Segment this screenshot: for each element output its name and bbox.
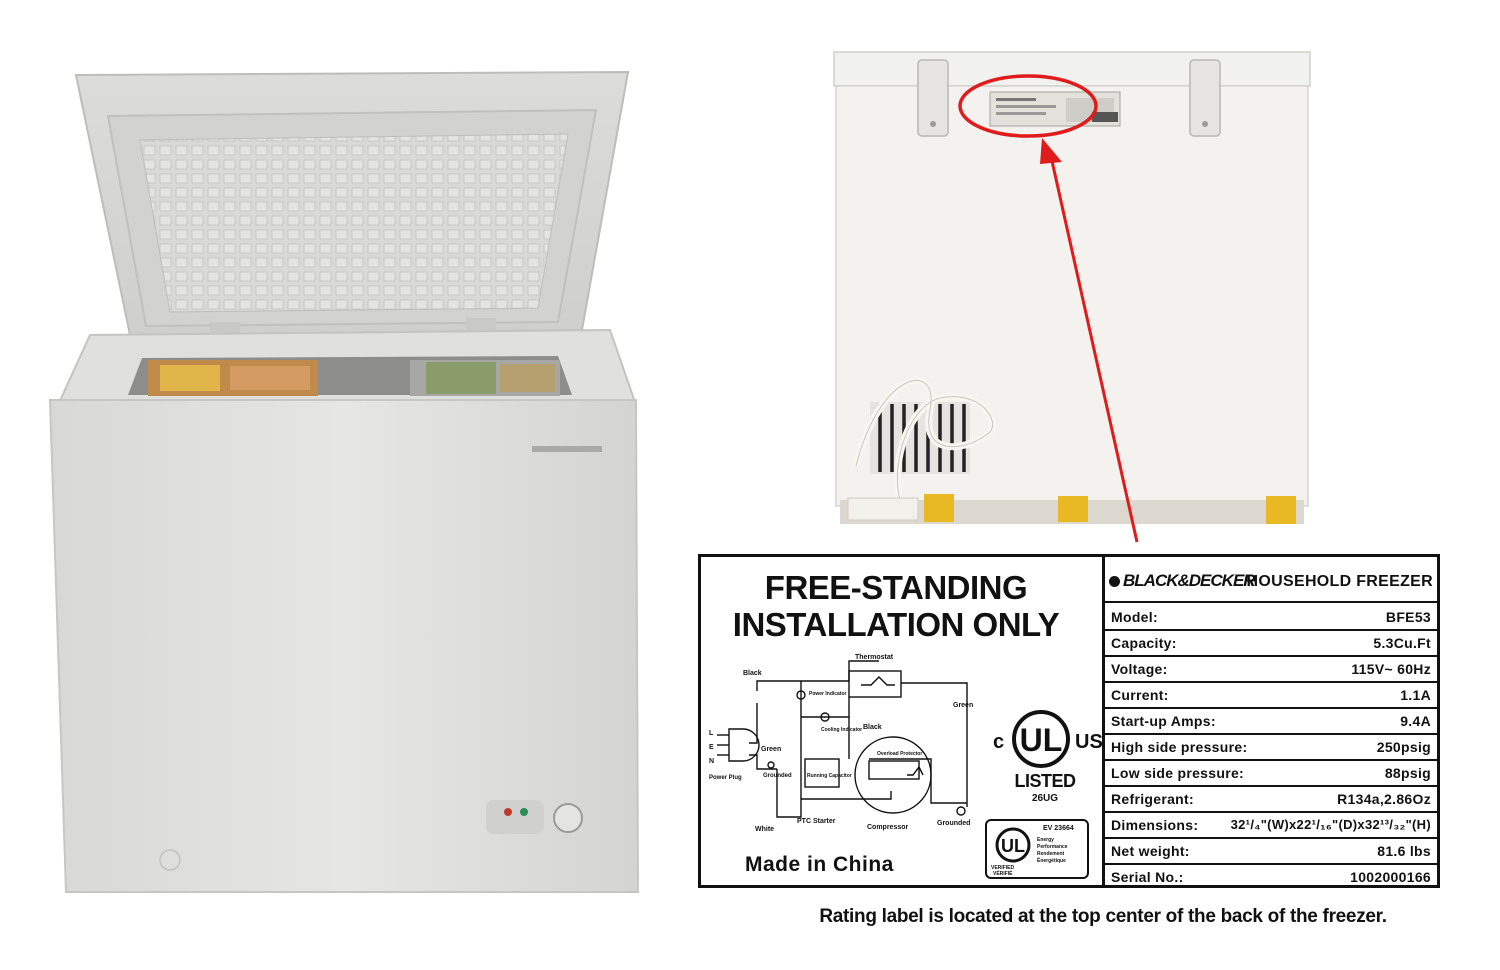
install-heading-line1: FREE-STANDING bbox=[764, 569, 1028, 606]
ev-number: EV 23664 bbox=[1043, 825, 1074, 832]
brand-hexnut-icon bbox=[1109, 576, 1120, 587]
wiring-label-compressor: Compressor bbox=[867, 824, 909, 831]
wiring-label-power-indicator: Power Indicator bbox=[809, 691, 847, 697]
wiring-label-black-top: Black bbox=[743, 670, 762, 677]
ul-energy-logo-icon: UL bbox=[995, 827, 1031, 863]
wiring-label-grounded-left: Grounded bbox=[763, 773, 792, 779]
wiring-label-ptc-starter: PTC Starter bbox=[797, 818, 836, 825]
ul-listed-text: LISTED bbox=[1014, 771, 1076, 791]
spec-row-low-side-pressure: Low side pressure: 88psig bbox=[1105, 761, 1437, 787]
wiring-label-thermostat: Thermostat bbox=[855, 654, 894, 661]
wiring-label-e: E bbox=[709, 744, 714, 751]
brand-logo: BLACK&DECKER bbox=[1109, 571, 1256, 591]
spec-key: Serial No.: bbox=[1111, 869, 1184, 885]
install-heading-line2: INSTALLATION ONLY bbox=[732, 606, 1060, 643]
spec-row-refrigerant: Refrigerant: R134a,2.86Oz bbox=[1105, 787, 1437, 813]
wiring-label-black-mid: Black bbox=[863, 724, 882, 731]
wiring-label-n: N bbox=[709, 758, 714, 765]
wiring-label-white: White bbox=[755, 826, 774, 833]
spec-key: Start-up Amps: bbox=[1111, 713, 1216, 729]
ul-us-mark: US bbox=[1075, 731, 1103, 753]
ev-text-4: Énergétique bbox=[1037, 858, 1066, 864]
spec-key: Voltage: bbox=[1111, 661, 1168, 677]
spec-value: 9.4A bbox=[1400, 713, 1431, 729]
ul-c-mark: c bbox=[993, 731, 1005, 753]
spec-list: Model: BFE53 Capacity: 5.3Cu.Ft Voltage: 11… bbox=[1105, 605, 1437, 891]
wiring-label-overload: Overload Protector bbox=[877, 751, 922, 757]
wiring-diagram: Black Thermostat Power Indicator Green C… bbox=[709, 654, 973, 833]
ev-text-3: Rendement bbox=[1037, 851, 1065, 857]
spec-row-startup-amps: Start-up Amps: 9.4A bbox=[1105, 709, 1437, 735]
spec-row-high-side-pressure: High side pressure: 250psig bbox=[1105, 735, 1437, 761]
spec-row-capacity: Capacity: 5.3Cu.Ft bbox=[1105, 631, 1437, 657]
spec-key: Dimensions: bbox=[1111, 817, 1199, 833]
spec-row-dimensions: Dimensions: 32¹/₄"(W)x22¹/₁₆"(D)x32¹³/₃₂"… bbox=[1105, 813, 1437, 839]
spec-value: R134a,2.86Oz bbox=[1337, 791, 1431, 807]
rating-label: FREE-STANDING INSTALLATION ONLY bbox=[698, 554, 1440, 888]
ul-energy-verified-mark: UL EV 23664 Energy Performance Rendement… bbox=[985, 819, 1089, 879]
wiring-label-power-plug: Power Plug bbox=[709, 775, 742, 781]
ul-logo-icon: UL bbox=[1012, 710, 1070, 768]
spec-row-serial-no: Serial No.: 1002000166 bbox=[1105, 865, 1437, 891]
spec-value: BFE53 bbox=[1385, 609, 1431, 625]
install-heading: FREE-STANDING INSTALLATION ONLY bbox=[701, 569, 1091, 643]
spec-key: High side pressure: bbox=[1111, 739, 1248, 755]
spec-value: 1002000166 bbox=[1350, 869, 1431, 885]
product-name: HOUSEHOLD FREEZER bbox=[1246, 573, 1433, 590]
ev-verified: VERIFIED bbox=[991, 865, 1015, 871]
svg-text:UL: UL bbox=[1020, 722, 1063, 758]
spec-row-model: Model: BFE53 bbox=[1105, 605, 1437, 631]
wiring-label-l: L bbox=[709, 730, 714, 737]
spec-value: 81.6 lbs bbox=[1377, 843, 1431, 859]
wiring-label-green-left: Green bbox=[761, 746, 781, 753]
spec-value: 88psig bbox=[1384, 765, 1431, 781]
ev-verifie: VÉRIFIÉ bbox=[993, 871, 1013, 877]
freezer-front-photo bbox=[48, 70, 640, 893]
spec-value: 250psig bbox=[1376, 739, 1431, 755]
label-left-panel: FREE-STANDING INSTALLATION ONLY bbox=[701, 557, 1105, 885]
spec-key: Net weight: bbox=[1111, 843, 1190, 859]
spec-key: Refrigerant: bbox=[1111, 791, 1194, 807]
spec-row-voltage: Voltage: 115V~ 60Hz bbox=[1105, 657, 1437, 683]
spec-row-current: Current: 1.1A bbox=[1105, 683, 1437, 709]
spec-value: 115V~ 60Hz bbox=[1351, 661, 1431, 677]
ev-text-1: Energy bbox=[1037, 837, 1054, 843]
spec-key: Model: bbox=[1111, 609, 1158, 625]
location-caption: Rating label is located at the top cente… bbox=[819, 906, 1387, 927]
spec-value: 5.3Cu.Ft bbox=[1373, 635, 1431, 651]
made-in-text: Made in China bbox=[745, 853, 894, 876]
label-spec-panel: BLACK&DECKER HOUSEHOLD FREEZER Model: BFE… bbox=[1105, 557, 1437, 885]
wiring-label-grounded-right: Grounded bbox=[937, 820, 970, 827]
ev-text-2: Performance bbox=[1037, 844, 1068, 850]
spec-row-net-weight: Net weight: 81.6 lbs bbox=[1105, 839, 1437, 865]
brand-name: BLACK&DECKER bbox=[1123, 571, 1256, 590]
ul-certification: UL c US LISTED 26UG UL EV 23664 Energy P… bbox=[985, 705, 1103, 885]
freezer-back-photo bbox=[833, 51, 1311, 524]
spec-value: 1.1A bbox=[1400, 687, 1431, 703]
spec-value: 32¹/₄"(W)x22¹/₁₆"(D)x32¹³/₃₂"(H) bbox=[1230, 817, 1431, 832]
spec-key: Current: bbox=[1111, 687, 1169, 703]
spec-key: Low side pressure: bbox=[1111, 765, 1244, 781]
brand-row: BLACK&DECKER HOUSEHOLD FREEZER bbox=[1105, 557, 1437, 603]
ul-code-text: 26UG bbox=[1031, 793, 1059, 804]
svg-text:UL: UL bbox=[1001, 836, 1025, 856]
wiring-label-cooling-indicator: Cooling Indicator bbox=[821, 727, 862, 733]
wiring-label-running-capacitor: Running Capacitor bbox=[807, 773, 852, 779]
spec-key: Capacity: bbox=[1111, 635, 1177, 651]
wiring-label-green-right: Green bbox=[953, 702, 973, 709]
